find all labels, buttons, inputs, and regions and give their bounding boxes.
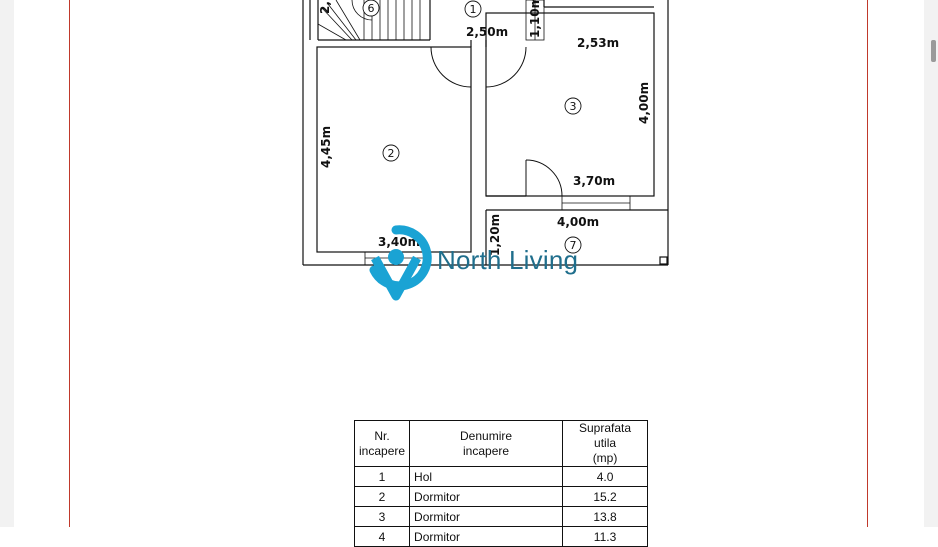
room-number-2: 2 [388, 147, 395, 160]
header-name-label: Denumire incapere [460, 428, 513, 458]
stairs [317, 0, 421, 41]
room-number-6: 6 [368, 2, 375, 15]
left-gutter [0, 0, 14, 527]
dim-hall-window: 1,10m [528, 0, 542, 38]
dim-room3-width: 2,53m [577, 36, 619, 50]
dim-stair: 2, [318, 1, 332, 14]
room-area-table: Nr. incapere Denumire incapere Suprafata… [353, 420, 649, 547]
sheet-border-left [69, 0, 70, 527]
cell-name: Dormitor [409, 486, 564, 507]
floor-plan: 2, 1,10m 2,50m 2,53m 4,00m 4,45m 3,70m 4… [302, 0, 669, 301]
dim-room7-depth: 1,20m [488, 214, 502, 256]
dim-room3-bottom: 3,70m [573, 174, 615, 188]
cell-name: Hol [409, 466, 564, 487]
dim-room3-depth: 4,00m [637, 82, 651, 124]
cell-nr: 3 [353, 506, 411, 527]
dim-room2-depth: 4,45m [319, 126, 333, 168]
header-area-label: Suprafata utila (mp) [579, 421, 632, 465]
cell-area: 11.3 [562, 526, 649, 547]
header-name: Denumire incapere [409, 420, 564, 467]
table-header-row: Nr. incapere Denumire incapere Suprafata… [353, 420, 649, 467]
cell-area: 15.2 [562, 486, 649, 507]
brand-watermark: North Living [437, 245, 579, 275]
table-row: 1 Hol 4.0 [353, 466, 649, 487]
cell-name: Dormitor [409, 506, 564, 527]
header-nr: Nr. incapere [353, 420, 411, 467]
room-number-3: 3 [570, 100, 577, 113]
door-swings [430, 46, 563, 197]
dim-room7-width: 4,00m [557, 215, 599, 229]
table-row: 4 Dormitor 11.3 [353, 526, 649, 547]
cell-nr: 1 [353, 466, 411, 487]
cell-name: Dormitor [409, 526, 564, 547]
cell-nr: 4 [353, 526, 411, 547]
room-number-1: 1 [470, 3, 477, 16]
cell-nr: 2 [353, 486, 411, 507]
cell-area: 13.8 [562, 506, 649, 527]
header-nr-label: Nr. incapere [359, 428, 406, 458]
scrollbar-thumb[interactable] [931, 40, 936, 62]
cell-area: 4.0 [562, 466, 649, 487]
room-number-7: 7 [570, 239, 577, 252]
sheet-border-right [867, 0, 868, 527]
table-row: 2 Dormitor 15.2 [353, 486, 649, 507]
dim-hall-width: 2,50m [466, 25, 508, 39]
north-living-logo-icon [369, 225, 432, 301]
dim-room2-width: 3,40m [378, 235, 420, 249]
table-row: 3 Dormitor 13.8 [353, 506, 649, 527]
right-gutter [924, 0, 938, 527]
header-area: Suprafata utila (mp) [562, 420, 649, 467]
